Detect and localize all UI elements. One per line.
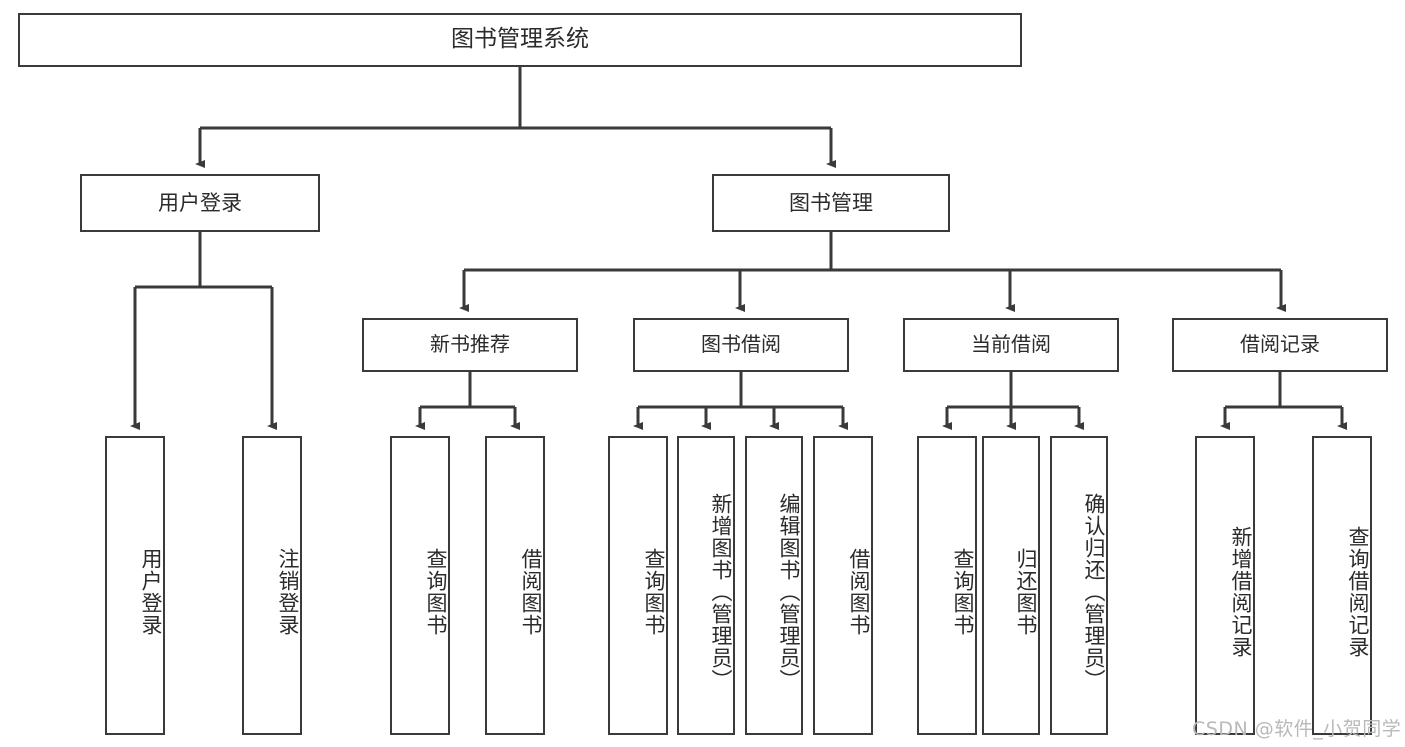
node-borrow-record[interactable]: 借阅记录 — [1172, 318, 1388, 372]
node-book-borrow[interactable]: 图书借阅 — [633, 318, 849, 372]
node-leaf-query-book-1[interactable]: 查询图书 — [390, 436, 450, 735]
node-new-book-recommend-label: 新书推荐 — [430, 332, 510, 357]
node-new-book-recommend[interactable]: 新书推荐 — [362, 318, 578, 372]
node-root-label: 图书管理系统 — [451, 26, 589, 53]
node-book-borrow-label: 图书借阅 — [701, 332, 781, 357]
node-leaf-query-book-3[interactable]: 查询图书 — [917, 436, 977, 735]
node-leaf-borrow-book-1[interactable]: 借阅图书 — [485, 436, 545, 735]
node-book-manage[interactable]: 图书管理 — [712, 174, 950, 232]
node-leaf-query-borrow-record-label: 查询借阅记录 — [1346, 525, 1370, 658]
node-leaf-borrow-book-2[interactable]: 借阅图书 — [813, 436, 873, 735]
node-leaf-query-book-2[interactable]: 查询图书 — [608, 436, 668, 735]
node-leaf-query-book-1-label: 查询图书 — [424, 547, 448, 636]
node-root[interactable]: 图书管理系统 — [18, 13, 1022, 67]
node-leaf-borrow-book-1-label: 借阅图书 — [519, 547, 543, 636]
node-leaf-query-book-3-label: 查询图书 — [951, 547, 975, 636]
node-leaf-borrow-book-2-label: 借阅图书 — [847, 547, 871, 636]
node-current-borrow[interactable]: 当前借阅 — [903, 318, 1119, 372]
node-leaf-add-borrow-record-label: 新增借阅记录 — [1229, 525, 1253, 658]
node-leaf-query-borrow-record[interactable]: 查询借阅记录 — [1312, 436, 1372, 735]
node-leaf-edit-book-label: 编辑图书（管理员） — [777, 492, 801, 691]
node-user-login-label: 用户登录 — [158, 190, 242, 215]
node-book-manage-label: 图书管理 — [789, 190, 873, 215]
node-current-borrow-label: 当前借阅 — [971, 332, 1051, 357]
csdn-watermark: CSDN @软件_小贺同学 — [1192, 718, 1402, 740]
node-leaf-user-login-label: 用户登录 — [139, 547, 163, 636]
node-user-login[interactable]: 用户登录 — [80, 174, 320, 232]
node-leaf-logout[interactable]: 注销登录 — [242, 436, 302, 735]
node-leaf-return-book-label: 归还图书 — [1014, 547, 1038, 636]
node-leaf-confirm-return-label: 确认归还（管理员） — [1082, 492, 1106, 691]
node-leaf-edit-book[interactable]: 编辑图书（管理员） — [745, 436, 803, 735]
node-leaf-add-book[interactable]: 新增图书（管理员） — [677, 436, 735, 735]
node-leaf-user-login[interactable]: 用户登录 — [105, 436, 165, 735]
node-leaf-add-book-label: 新增图书（管理员） — [709, 492, 733, 691]
node-leaf-query-book-2-label: 查询图书 — [642, 547, 666, 636]
node-leaf-return-book[interactable]: 归还图书 — [982, 436, 1040, 735]
node-leaf-confirm-return[interactable]: 确认归还（管理员） — [1050, 436, 1108, 735]
node-borrow-record-label: 借阅记录 — [1240, 332, 1320, 357]
node-leaf-logout-label: 注销登录 — [276, 547, 300, 636]
node-leaf-add-borrow-record[interactable]: 新增借阅记录 — [1195, 436, 1255, 735]
